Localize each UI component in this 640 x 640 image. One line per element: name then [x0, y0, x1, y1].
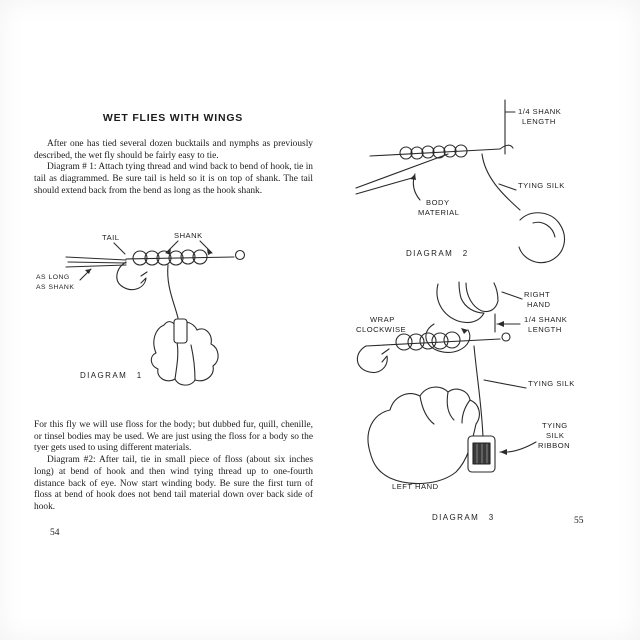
diagram1-caption: DIAGRAM 1: [80, 371, 143, 380]
paragraph-floss: For this fly we will use floss for the b…: [34, 420, 313, 454]
diagram3-label-right-hand-2: HAND: [527, 300, 551, 309]
diagram1-pointers: [79, 240, 213, 281]
diagram2-label-tying-silk: TYING SILK: [518, 181, 565, 190]
paragraph-intro: After one has tied several dozen bucktai…: [34, 139, 313, 161]
paragraph-diagram2: Diagram #2: After tail, tie in small pie…: [34, 455, 313, 512]
diagram3-label-quarter-shank: 1/4 SHANK: [524, 315, 567, 324]
diagram3-label-length: LENGTH: [528, 325, 562, 334]
diagram2-label-material: MATERIAL: [418, 208, 459, 217]
diagram3-illustration: RIGHT HAND 1/4 SHANK LENGTH WRAP CLOCKWI…: [356, 281, 575, 522]
diagram3-label-tying-silk: TYING SILK: [528, 379, 575, 388]
diagram2-label-quarter-shank: 1/4 SHANK: [518, 107, 561, 116]
diagram1-illustration: TAIL SHANK AS LONG AS SHANK DIAGRAM 1: [36, 231, 246, 386]
diagram3-label-right-hand-1: RIGHT: [524, 290, 550, 299]
left-text-bottom: For this fly we will use floss for the b…: [34, 420, 313, 514]
diagram2-hook-drawing: [355, 99, 566, 264]
diagram3-label-ribbon-1: TYING: [542, 421, 568, 430]
page-title: WET FLIES WITH WINGS: [102, 112, 244, 124]
diagram3-label-ribbon-3: RIBBON: [538, 441, 570, 450]
diagram3-label-left-hand: LEFT HAND: [392, 482, 439, 491]
diagram1-label-shank: SHANK: [174, 231, 203, 240]
diagram3-caption: DIAGRAM 3: [432, 513, 495, 522]
diagram3-hook-drawing: [356, 281, 537, 485]
paragraph-diagram1: Diagram # 1: Attach tying thread and win…: [34, 162, 313, 196]
diagram3-label-ribbon-2: SILK: [546, 431, 564, 440]
diagram1-label-as-long: AS LONG: [36, 274, 70, 281]
diagram1-label-as-shank: AS SHANK: [36, 284, 74, 291]
diagram1-label-tail: TAIL: [102, 233, 119, 242]
diagram1-hook-drawing: [65, 249, 246, 386]
diagram2-illustration: 1/4 SHANK LENGTH TYING SILK BODY MATERIA…: [355, 99, 566, 264]
diagram3-label-wrap: WRAP: [370, 315, 395, 324]
page-number-left: 54: [50, 528, 60, 538]
page-number-right: 55: [574, 516, 584, 526]
diagram3-label-clockwise: CLOCKWISE: [356, 325, 406, 334]
diagram2-label-length: LENGTH: [522, 117, 556, 126]
diagram2-label-body: BODY: [426, 198, 450, 207]
left-text-top: After one has tied several dozen bucktai…: [34, 139, 313, 198]
diagram2-caption: DIAGRAM 2: [406, 249, 469, 258]
